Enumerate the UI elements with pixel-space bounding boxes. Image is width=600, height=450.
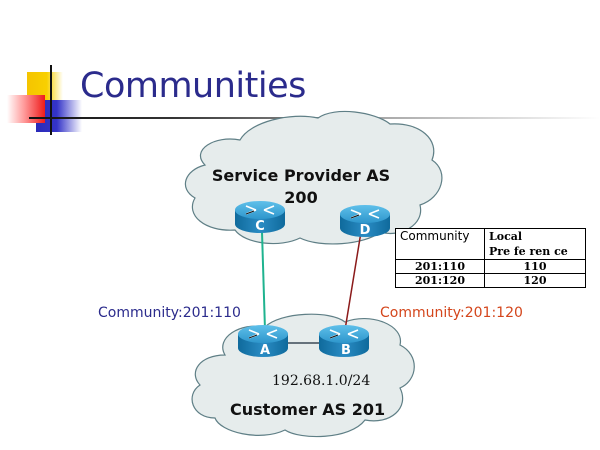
cell-community: 201:110	[395, 259, 485, 274]
community-label-right: Community:201:120	[380, 305, 523, 321]
header-local-preference: Local Pre fe ren ce	[484, 228, 586, 260]
community-label-left: Community:201:110	[98, 305, 241, 321]
cell-community: 201:120	[395, 273, 485, 288]
header-local-preference-line1: Local	[489, 230, 523, 243]
cell-local-pref: 110	[484, 259, 586, 274]
provider-cloud-label: Service Provider AS 200	[206, 165, 396, 209]
provider-cloud-line2: 200	[284, 188, 318, 207]
link-d-b	[344, 231, 362, 331]
router-b[interactable]: B	[319, 325, 369, 358]
header-local-preference-line2: Pre fe ren ce	[489, 245, 568, 258]
router-b-label: B	[341, 343, 351, 358]
router-d-label: D	[360, 223, 371, 238]
router-a[interactable]: A	[238, 325, 288, 358]
table-row: 201:120 120	[395, 273, 586, 288]
header-community: Community	[395, 228, 485, 260]
customer-cloud-label: Customer AS 201	[230, 400, 386, 419]
customer-prefix: 192.68.1.0/24	[272, 373, 371, 389]
router-d[interactable]: D	[340, 205, 390, 238]
logo-vertical-line	[50, 65, 52, 135]
provider-cloud-line1: Service Provider AS	[211, 166, 391, 185]
table-header-row: Community Local Pre fe ren ce	[395, 228, 586, 260]
local-preference-table: Community Local Pre fe ren ce 201:110 11…	[395, 228, 586, 288]
router-c[interactable]: C	[235, 201, 285, 234]
router-c-label: C	[255, 219, 265, 234]
router-a-label: A	[260, 343, 270, 358]
link-c-a	[261, 231, 266, 331]
cell-local-pref: 120	[484, 273, 586, 288]
table-row: 201:110 110	[395, 259, 586, 274]
slide-title: Communities	[80, 66, 306, 106]
